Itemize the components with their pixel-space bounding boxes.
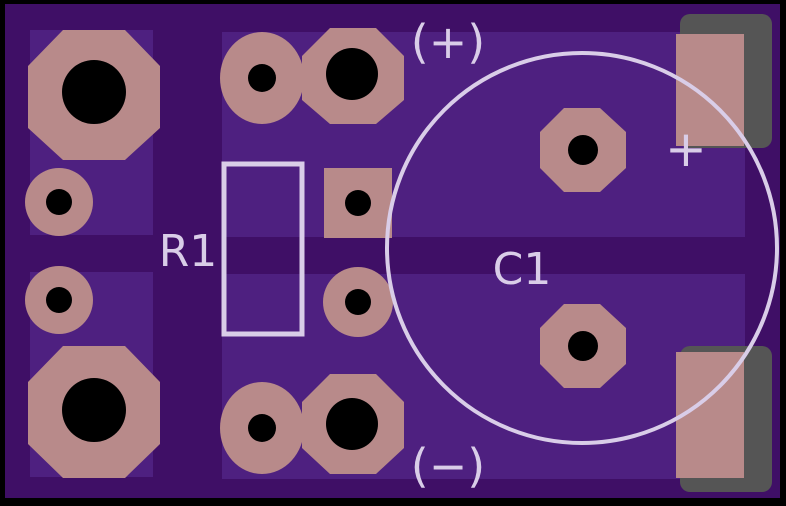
resistor-r1: R1 (159, 161, 393, 337)
mounting-drill-bottom (62, 378, 126, 442)
capacitor-label: C1 (493, 244, 552, 295)
capacitor-c1: + C1 (385, 51, 779, 445)
mounting-pads (28, 30, 160, 478)
drill-top-octagon (326, 48, 378, 100)
left-small-pads (25, 168, 93, 334)
bottom-connector (220, 374, 404, 474)
resistor-drill-round (345, 289, 371, 315)
positive-polarity-label: (+) (411, 15, 485, 69)
drill-bottom-octagon (326, 398, 378, 450)
capacitor-outline (385, 51, 779, 445)
mounting-drill-top (62, 60, 126, 124)
capacitor-positive-marker: + (665, 120, 707, 178)
drill-left-1 (46, 189, 72, 215)
resistor-outline (221, 161, 305, 337)
resistor-drill-square (345, 190, 371, 216)
drill-top-round (248, 64, 276, 92)
capacitor-drill-positive (568, 135, 598, 165)
top-connector (220, 28, 404, 124)
drill-bottom-round (248, 414, 276, 442)
drill-left-2 (46, 287, 72, 313)
capacitor-drill-negative (568, 331, 598, 361)
resistor-label: R1 (159, 226, 218, 277)
edge-terminals (676, 14, 772, 492)
negative-polarity-label: (−) (411, 439, 485, 493)
